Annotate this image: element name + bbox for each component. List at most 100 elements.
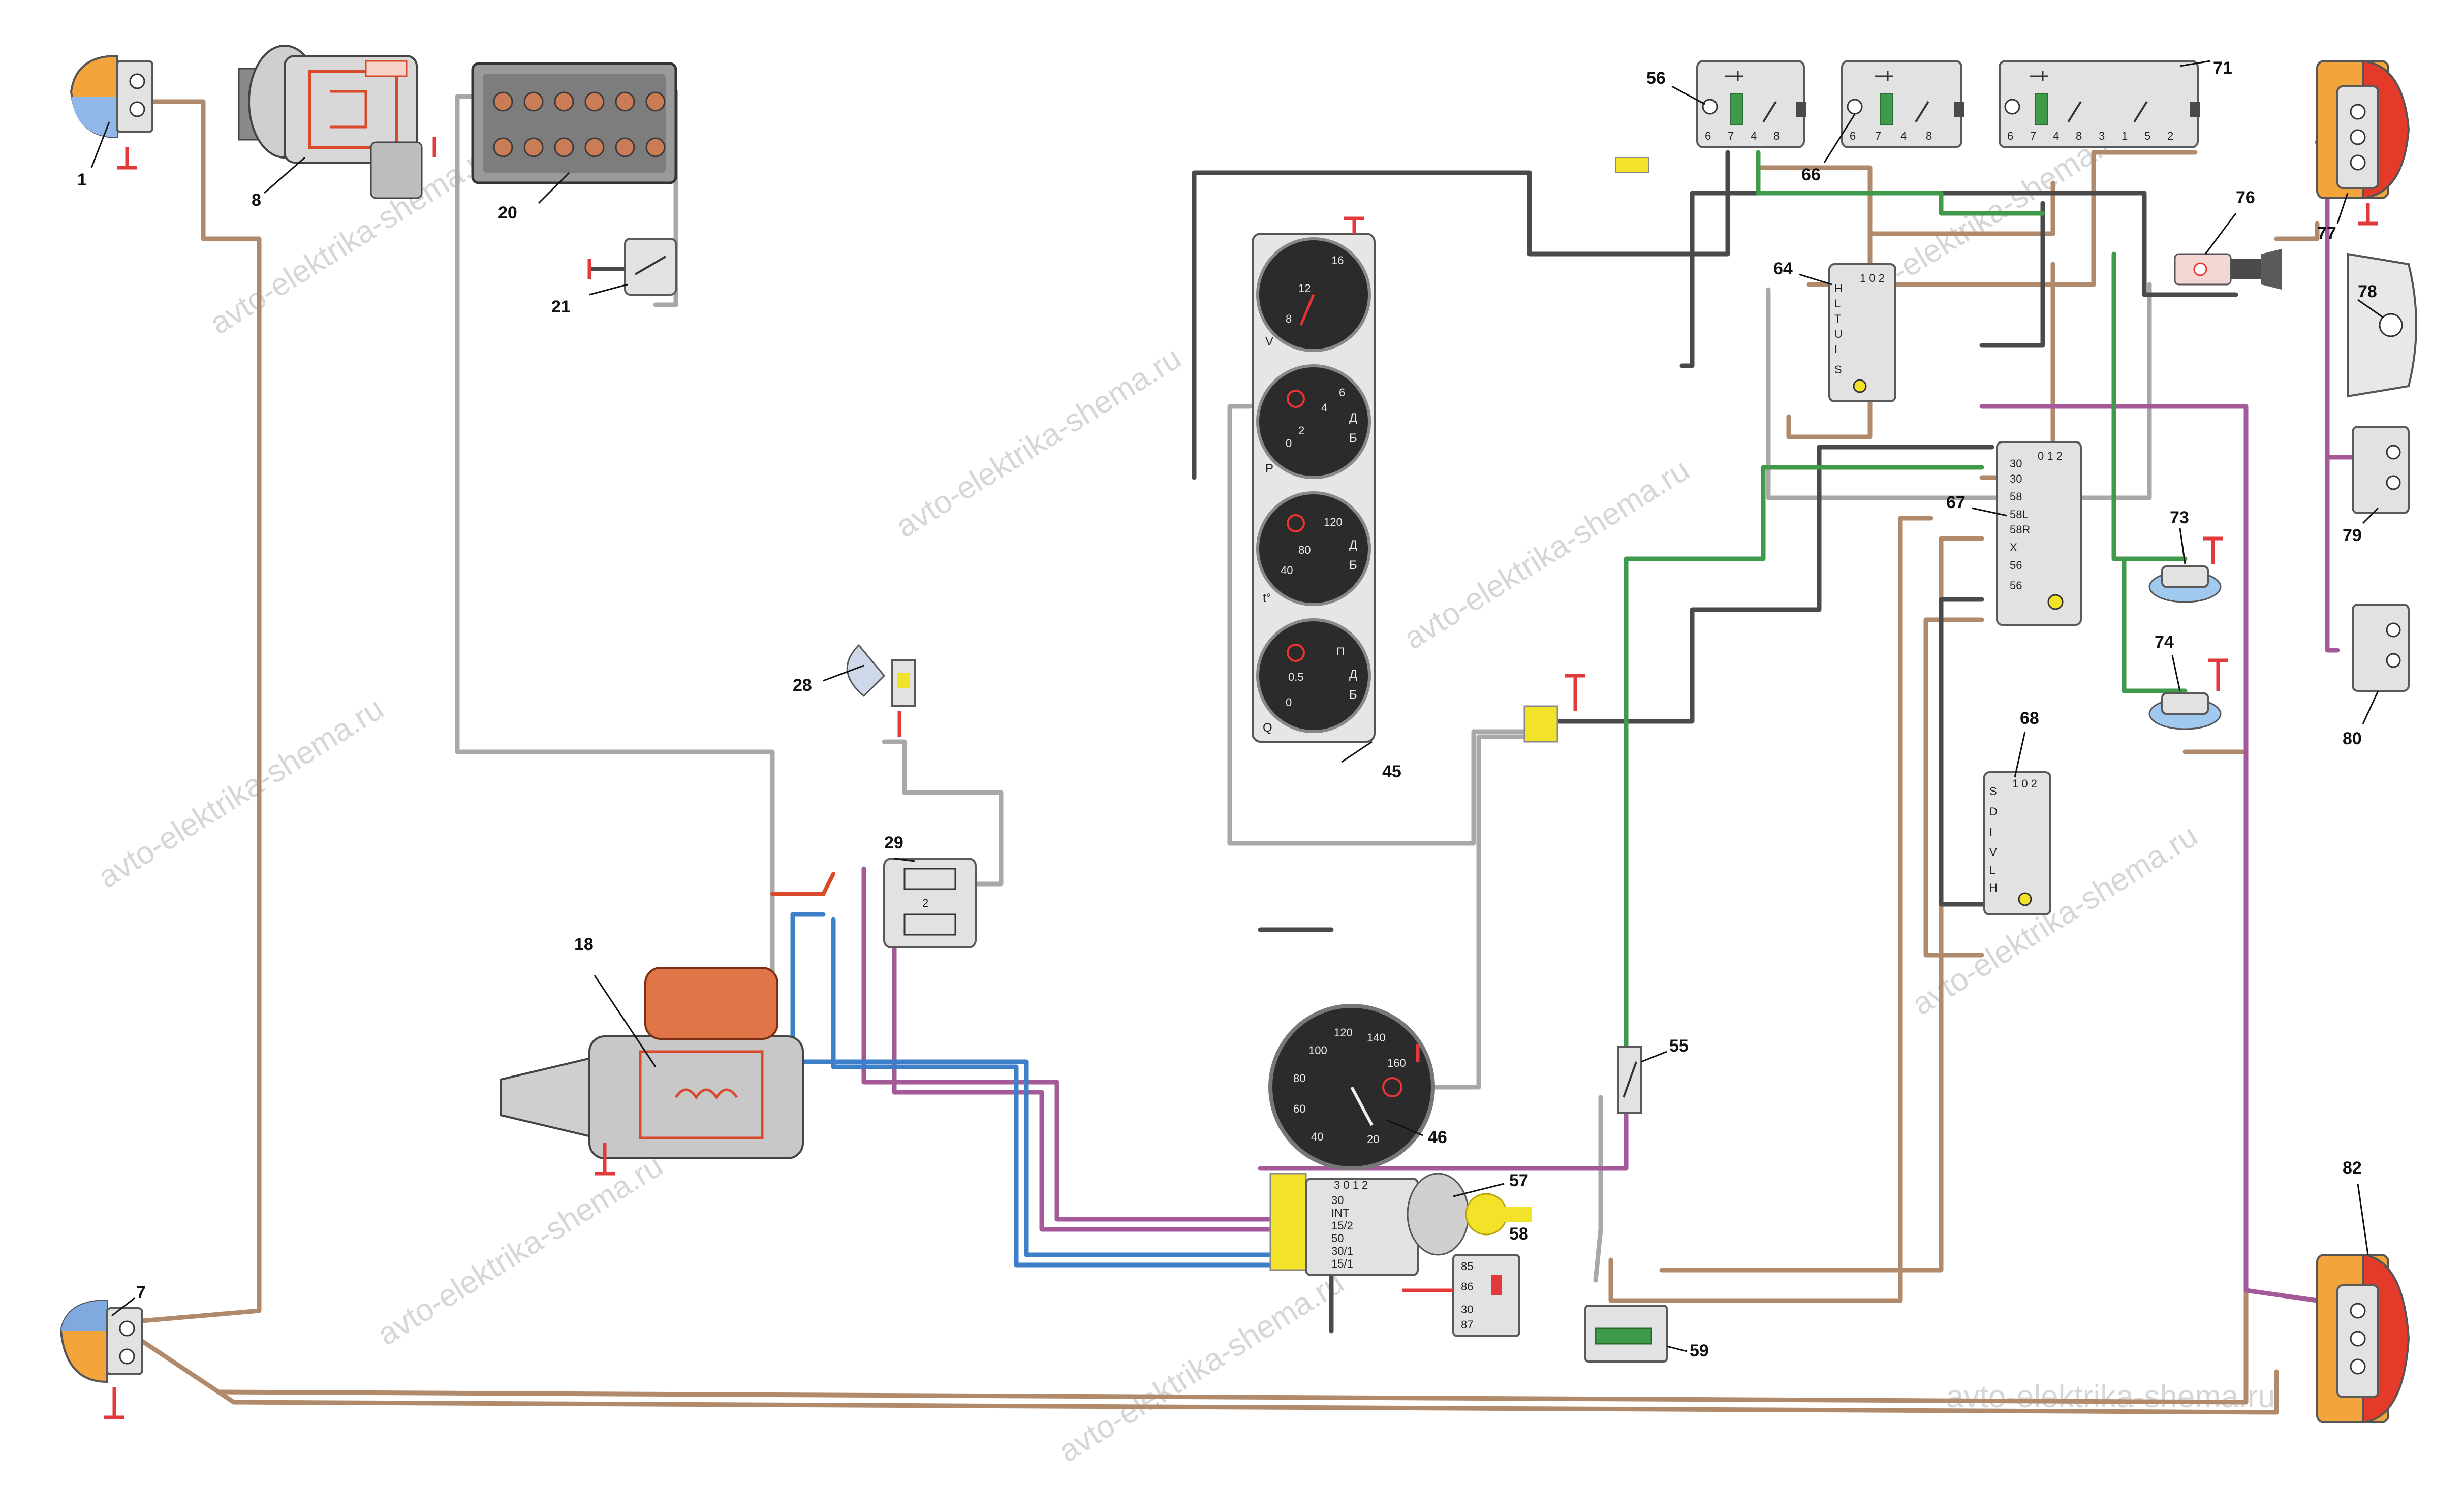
component-59-sensor: 59	[1584, 1305, 1709, 1363]
g1-side: V	[1265, 335, 1273, 349]
ign-pin-6: 15/1	[1331, 1257, 1353, 1270]
tacho-tick-8: 160	[1387, 1057, 1406, 1069]
label-45: 45	[1382, 762, 1401, 781]
label-18: 18	[574, 935, 594, 954]
ign-pin-4: 50	[1331, 1232, 1344, 1245]
component-82-rear-lamp: 82	[2316, 1158, 2410, 1424]
g4-mark-1: Д	[1349, 668, 1357, 681]
relay58-pin-2: 86	[1461, 1280, 1473, 1293]
label-28: 28	[793, 676, 812, 695]
g3-side: t°	[1263, 591, 1271, 605]
sw68-pin-3: I	[1989, 826, 1992, 838]
sw68-pin-4: V	[1989, 846, 1997, 859]
label-7: 7	[136, 1283, 146, 1302]
r56-pin-1: 6	[1705, 130, 1711, 142]
component-45-cluster: 8 12 16 V 0 2 4 6 Д Б P 40 80 120 Д Б t°	[1252, 216, 1401, 781]
ign-pin-3: 15/2	[1331, 1219, 1353, 1232]
g3-mark-1: Д	[1349, 538, 1357, 552]
component-64-switch: 1 0 2 H L T U I S 64	[1773, 259, 1896, 402]
relay58-pin-1: 85	[1461, 1260, 1473, 1273]
sw68-header: 1 0 2	[2012, 777, 2037, 790]
component-29-relay: 2 29	[883, 833, 977, 948]
tacho-tick-4: 80	[1293, 1072, 1305, 1085]
watermark-9: avto-elektrika-shema.ru	[1946, 1379, 2275, 1414]
sw67-header: 0 1 2	[2038, 450, 2063, 462]
g2-tick-2: 2	[1298, 424, 1304, 437]
g1-tick-3: 16	[1331, 254, 1344, 267]
component-28-lamp: 28	[793, 644, 916, 737]
relay58-pin-4: 87	[1461, 1318, 1473, 1331]
label-68: 68	[2020, 709, 2039, 728]
r56-pin-4: 8	[1773, 130, 1780, 142]
component-18-starter: 18	[500, 935, 804, 1176]
label-71: 71	[2213, 58, 2232, 78]
label-1: 1	[77, 170, 87, 189]
r71-pin-7: 5	[2144, 130, 2150, 142]
label-79: 79	[2343, 526, 2362, 545]
r71-pin-2: 7	[2030, 130, 2036, 142]
sw64-pin-6: S	[1834, 363, 1842, 376]
r71-pin-8: 2	[2167, 130, 2173, 142]
label-57: 57	[1509, 1171, 1529, 1190]
sw67-pin-3: 58	[2010, 490, 2022, 503]
tacho-tick-3: 60	[1293, 1102, 1305, 1115]
tacho-tick-7: 140	[1367, 1031, 1386, 1044]
label-20: 20	[498, 203, 517, 223]
g4-tick-2: 0.5	[1288, 671, 1304, 683]
component-7-front-lamp: 7	[59, 1283, 146, 1419]
tacho-tick-6: 120	[1334, 1026, 1353, 1039]
r56-pin-3: 4	[1751, 130, 1757, 142]
label-46: 46	[1428, 1128, 1447, 1147]
label-80: 80	[2343, 729, 2362, 748]
g3-mark-2: Б	[1349, 558, 1357, 572]
sw68-pin-5: L	[1989, 864, 1995, 876]
component-76-socket: 76	[2174, 188, 2282, 290]
sw68-pin-6: H	[1989, 881, 1998, 894]
sw68-pin-1: S	[1989, 785, 1997, 798]
component-57-ignition: 3 0 1 2 30 INT 15/2 50 30/1 15/1 57	[1269, 1171, 1532, 1276]
component-71-relay: 6 7 4 8 3 1 5 2 71	[1999, 58, 2232, 148]
component-73-lamp: 73	[2148, 508, 2223, 603]
component-78-lamp: 78	[2347, 252, 2417, 398]
watermark-6: avto-elektrika-shema.ru	[371, 1148, 669, 1352]
watermark-7: avto-elektrika-shema.ru	[1906, 818, 2204, 1022]
sw67-pin-4: 58L	[2010, 508, 2029, 521]
component-58-relay: 85 86 30 87 58	[1402, 1224, 1529, 1337]
sw64-pin-1: H	[1834, 282, 1843, 295]
sw67-pin-5: 58R	[2010, 523, 2030, 536]
label-8: 8	[252, 191, 261, 210]
label-21: 21	[551, 297, 571, 316]
label-73: 73	[2170, 508, 2189, 527]
component-56-relay: 6 7 4 8 56	[1646, 60, 1806, 148]
label-74: 74	[2155, 632, 2174, 652]
component-74-lamp: 74	[2148, 632, 2228, 730]
component-46-tachometer: 20 40 60 80 100 120 140 160 46	[1268, 1004, 1447, 1170]
sw67-pin-7: 56	[2010, 559, 2022, 572]
g3-tick-2: 80	[1298, 544, 1311, 556]
label-29: 29	[884, 833, 903, 852]
component-77-rear-lamp: 77	[2316, 59, 2410, 243]
g4-tick-1: 0	[1286, 696, 1292, 709]
ign-pin-5: 30/1	[1331, 1245, 1353, 1257]
g3-tick-3: 120	[1324, 516, 1343, 528]
g2-tick-1: 0	[1286, 437, 1292, 450]
wires	[140, 89, 2360, 1415]
component-55-sensor: 55	[1617, 1036, 1689, 1114]
g2-mark-1: Д	[1349, 411, 1357, 425]
r71-pin-5: 3	[2099, 130, 2105, 142]
g4-side: Q	[1263, 721, 1272, 735]
g1-tick-2: 12	[1298, 282, 1311, 295]
label-82: 82	[2343, 1158, 2362, 1178]
sw67-pin-2: 30	[2010, 472, 2022, 485]
watermark-3: avto-elektrika-shema.ru	[92, 691, 390, 895]
component-20-battery: 20	[471, 62, 677, 223]
ign-pin-2: INT	[1331, 1207, 1349, 1219]
sw68-pin-2: D	[1989, 805, 1998, 818]
label-56: 56	[1646, 69, 1666, 88]
g2-tick-4: 6	[1339, 386, 1345, 399]
watermark-4: avto-elektrika-shema.ru	[1398, 452, 1696, 656]
g4-mark-2: Б	[1349, 688, 1357, 702]
watermark-8: avto-elektrika-shema.ru	[1052, 1265, 1350, 1469]
watermark-2: avto-elektrika-shema.ru	[890, 340, 1188, 545]
component-8-alternator: 8	[238, 45, 436, 210]
